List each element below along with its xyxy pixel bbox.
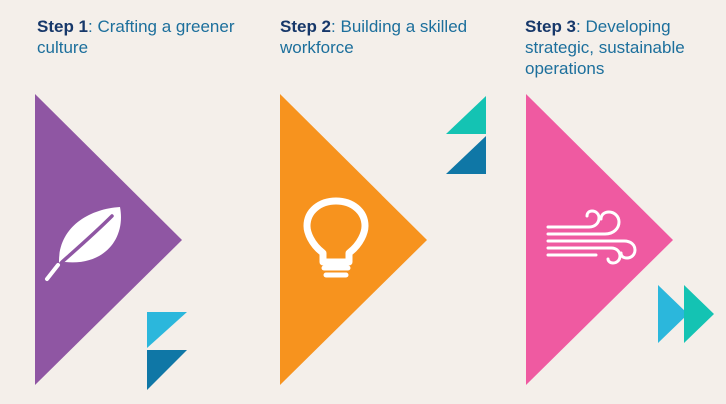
- step-2-title: Building a skilled workforce: [280, 17, 468, 57]
- leaf-icon: [45, 207, 121, 281]
- step-1-separator: :: [88, 17, 98, 36]
- step-3-title: Developing strategic, sustainable operat…: [525, 17, 685, 78]
- step-1-accent-dark: [147, 350, 187, 390]
- step-2-accent-teal: [446, 96, 486, 134]
- step-1-number: Step 1: [37, 17, 89, 36]
- step-1-title: Crafting a greener culture: [37, 17, 235, 57]
- step-2-accent-dark: [446, 136, 486, 174]
- step-2-triangle: [280, 94, 427, 385]
- step-3-heading: Step 3: Developing strategic, sustainabl…: [525, 16, 726, 79]
- step-3-accent-teal: [684, 285, 714, 343]
- step-3-separator: :: [576, 17, 586, 36]
- step-3-accent-light: [658, 285, 688, 343]
- lightbulb-icon: [303, 197, 369, 278]
- step-2-heading: Step 2: Building a skilled workforce: [280, 16, 490, 58]
- step-2-number: Step 2: [280, 17, 332, 36]
- step-1-heading: Step 1: Crafting a greener culture: [37, 16, 247, 58]
- step-2-separator: :: [331, 17, 341, 36]
- wind-icon: [546, 209, 637, 265]
- step-1-accent-light: [147, 312, 187, 348]
- step-3-number: Step 3: [525, 17, 577, 36]
